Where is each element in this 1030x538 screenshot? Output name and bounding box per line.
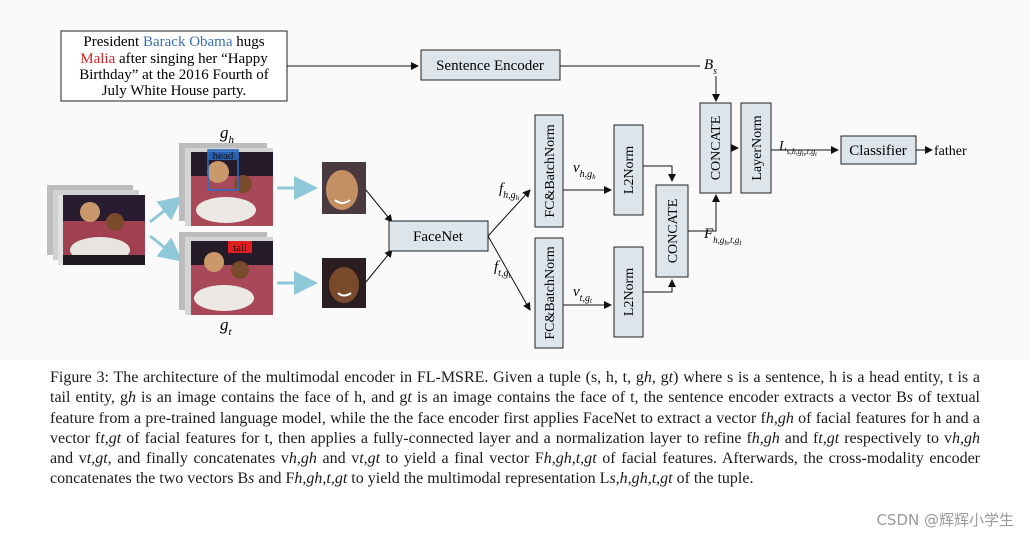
fc-batchnorm-block-tail: FC&BatchNorm	[534, 237, 564, 349]
fc-batchnorm-label: FC&BatchNorm	[543, 246, 558, 339]
entity-malia: Malia	[80, 51, 115, 67]
head-image-gh: head	[179, 143, 273, 226]
svg-text:Malia after singing her “Happy: Malia after singing her “Happy	[80, 51, 268, 67]
tail-tag: tail	[233, 242, 247, 254]
vt-label: vt,gt	[573, 284, 593, 305]
layernorm-block: LayerNorm	[740, 102, 772, 194]
classifier-label: Classifier	[849, 143, 907, 159]
gh-label: gh	[220, 123, 235, 146]
l2norm-label: L2Norm	[622, 268, 637, 316]
output-relation-label: father	[934, 144, 967, 159]
watermark: CSDN @辉辉小学生	[876, 511, 1014, 529]
vh-label: vh,gh	[573, 160, 596, 181]
F-label: Fh,gh,t,gt	[703, 226, 742, 247]
tail-image-gt: tail	[179, 232, 273, 315]
gt-label: gt	[220, 315, 233, 338]
sentence-encoder-label: Sentence Encoder	[436, 58, 544, 74]
concat-label: CONCATE	[709, 116, 724, 181]
face-crop-head	[322, 162, 366, 214]
bs-label: Bs	[704, 57, 717, 77]
l2norm-block-head: L2Norm	[613, 124, 644, 216]
L-label: Ls,h,gh,t,gt	[778, 139, 817, 158]
sentence-text: July White House party.	[102, 83, 247, 99]
sentence-text: Birthday” at the 2016 Fourth of	[79, 67, 269, 83]
fc-batchnorm-block-head: FC&BatchNorm	[534, 114, 564, 228]
facenet-label: FaceNet	[413, 229, 464, 245]
architecture-diagram: President Barack Obama hugs Malia after …	[47, 30, 967, 349]
sentence-text: after singing her “Happy	[115, 51, 268, 67]
concat-block-face: CONCATE	[655, 184, 689, 278]
svg-text:President Barack Obama hugs: President Barack Obama hugs	[83, 34, 264, 50]
input-image-stack	[47, 185, 145, 265]
concat-label: CONCATE	[666, 199, 681, 264]
sentence-encoder-block: Sentence Encoder	[420, 49, 561, 81]
figure-caption: Figure 3: The architecture of the multim…	[50, 369, 981, 488]
l2norm-block-tail: L2Norm	[613, 246, 644, 338]
fc-batchnorm-label: FC&BatchNorm	[543, 124, 558, 217]
l2norm-label: L2Norm	[622, 146, 637, 194]
facenet-block: FaceNet	[388, 220, 489, 252]
face-crop-tail	[322, 258, 366, 308]
layernorm-label: LayerNorm	[750, 115, 765, 180]
sentence-text: President	[83, 34, 143, 50]
ft-label: ft,gt	[494, 259, 511, 280]
classifier-block: Classifier	[840, 135, 917, 165]
head-tag: head	[213, 150, 234, 162]
fh-label: fh,gh	[499, 181, 520, 202]
concat-block-multimodal: CONCATE	[699, 102, 732, 194]
sentence-text: hugs	[233, 34, 265, 50]
sentence-box: President Barack Obama hugs Malia after …	[60, 30, 288, 102]
entity-barack-obama: Barack Obama	[143, 34, 233, 50]
